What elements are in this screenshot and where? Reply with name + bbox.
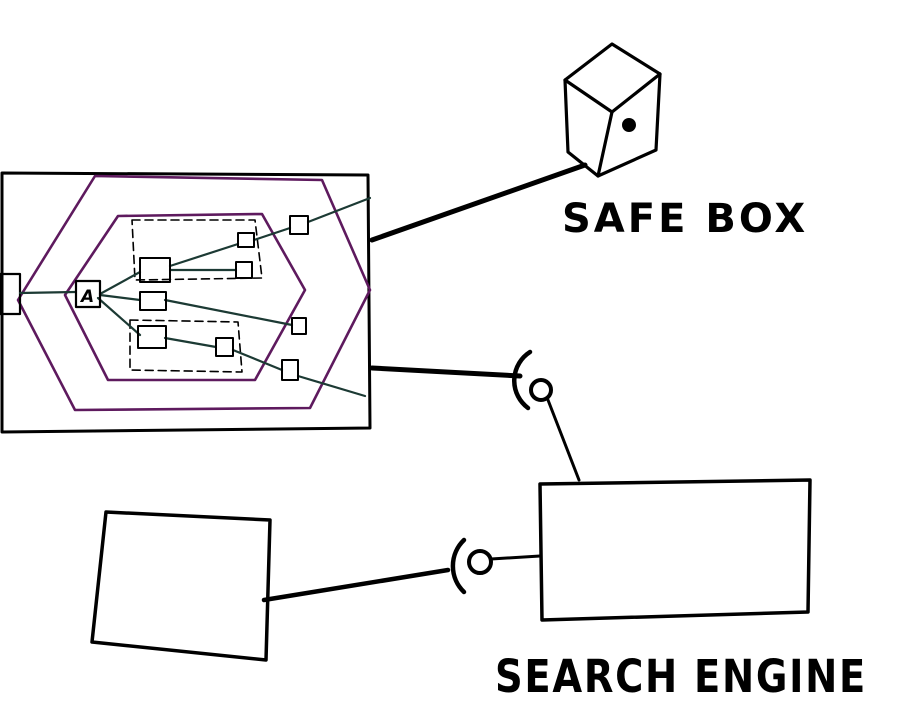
inner-components <box>137 215 309 381</box>
component <box>291 317 307 335</box>
component <box>289 215 309 235</box>
safe-box-link <box>369 162 588 243</box>
search-interface-lower <box>450 537 493 595</box>
provided-ball-icon <box>467 549 493 575</box>
component <box>281 359 299 381</box>
client-box <box>90 510 272 662</box>
safe-box <box>563 42 662 178</box>
inner-boundary-hexagon <box>63 212 307 382</box>
safe-box-label: SAFE BOX <box>562 196 808 242</box>
dashed-group-lower <box>129 319 243 373</box>
component <box>235 261 253 279</box>
component <box>139 257 171 283</box>
system-to-socket-link <box>369 365 523 379</box>
outer-boundary-hexagon <box>16 174 372 412</box>
safe-box-dial <box>622 118 636 132</box>
search-engine-label: SEARCH ENGINE <box>495 650 867 703</box>
client-to-socket-link <box>261 567 451 603</box>
provided-ball-icon <box>529 378 553 402</box>
required-socket-icon <box>512 349 533 411</box>
node-a: A <box>74 279 102 309</box>
component <box>137 325 167 349</box>
search-engine-box <box>538 478 812 622</box>
component <box>215 337 234 357</box>
inner-connectors <box>18 196 372 398</box>
component <box>237 232 255 248</box>
system-box: A <box>0 171 372 434</box>
dashed-group-upper <box>131 219 263 281</box>
search-interface-upper <box>512 349 553 411</box>
node-a-label: A <box>79 287 94 307</box>
required-socket-icon <box>450 537 467 595</box>
component <box>139 291 167 311</box>
